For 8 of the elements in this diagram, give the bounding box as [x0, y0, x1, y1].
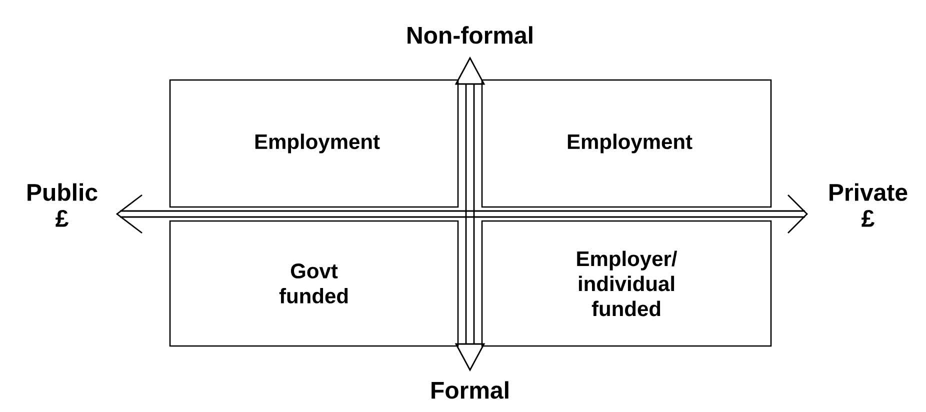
- quadrant-box: Employer/ individual funded: [481, 220, 772, 347]
- axis-label: Private £: [830, 183, 908, 227]
- axis-label: Public £: [28, 183, 98, 227]
- quadrant-box: Employment: [481, 79, 772, 208]
- axis-label: Non-formal: [408, 26, 532, 44]
- axis-label: Formal: [432, 381, 508, 399]
- quadrant-box: Govt funded: [169, 220, 459, 347]
- quadrant-box: Employment: [169, 79, 459, 208]
